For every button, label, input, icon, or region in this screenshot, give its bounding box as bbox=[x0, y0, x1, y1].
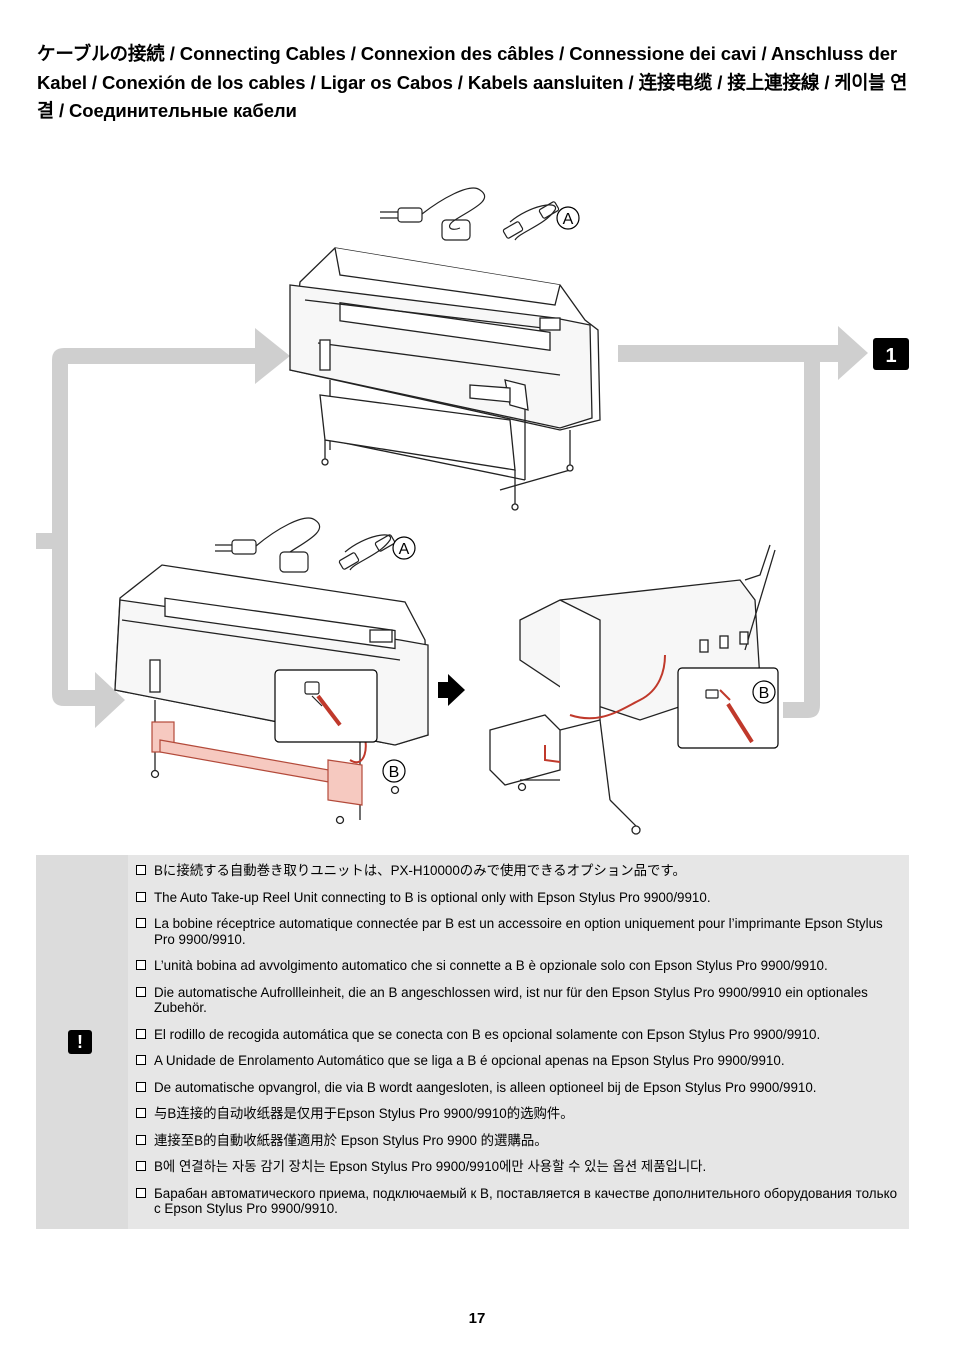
note-text: De automatische opvangrol, die via B wor… bbox=[154, 1079, 817, 1095]
printer-top bbox=[289, 247, 601, 511]
zoom-inset-right bbox=[677, 667, 779, 749]
note-item: 与B连接的自动收纸器是仅用于Epson Stylus Pro 9900/9910… bbox=[136, 1106, 904, 1122]
usb-plug-inset-left bbox=[304, 681, 342, 727]
flow-arrows bbox=[36, 326, 868, 728]
direction-arrow bbox=[438, 674, 465, 706]
note-item: The Auto Take-up Reel Unit connecting to… bbox=[136, 890, 904, 906]
note-item: Барабан автоматического приема, подключа… bbox=[136, 1186, 904, 1217]
page-title: ケーブルの接続 / Connecting Cables / Connexion … bbox=[37, 43, 908, 121]
note-item: Die automatische Aufrollleinheit, die an… bbox=[136, 985, 904, 1016]
usb-plug-inset-right bbox=[705, 689, 754, 744]
checkbox-icon bbox=[136, 960, 146, 970]
label-b-right: B bbox=[759, 685, 770, 702]
note-text: La bobine réceptrice automatique connect… bbox=[154, 916, 883, 947]
notes-text-column: Bに接続する自動巻き取りユニットは、PX-H10000のみで使用できるオプション… bbox=[128, 855, 909, 1229]
label-a-bottom: A bbox=[399, 541, 410, 558]
checkbox-icon bbox=[136, 1187, 146, 1198]
label-a-top: A bbox=[563, 211, 574, 228]
caution-icon: ! bbox=[68, 1030, 92, 1054]
note-text: Die automatische Aufrollleinheit, die an… bbox=[154, 984, 868, 1016]
power-and-usb-cables-bottom bbox=[215, 517, 396, 573]
printer-with-takeup-reel bbox=[114, 564, 429, 825]
note-text: Барабан автоматического приема, подключа… bbox=[154, 1185, 898, 1217]
checkbox-icon bbox=[136, 1161, 146, 1171]
note-text: 与B连接的自动收纸器是仅用于Epson Stylus Pro 9900/9910… bbox=[154, 1106, 574, 1121]
step-number: 1 bbox=[885, 345, 896, 367]
note-list: Bに接続する自動巻き取りユニットは、PX-H10000のみで使用できるオプション… bbox=[128, 855, 909, 1217]
note-item: A Unidade de Enrolamento Automático que … bbox=[136, 1053, 904, 1069]
checkbox-icon bbox=[136, 1134, 146, 1145]
checkbox-icon bbox=[136, 918, 146, 928]
power-and-usb-cables-top bbox=[380, 187, 560, 241]
label-b-left: B bbox=[389, 764, 400, 781]
notes-panel: ! Bに接続する自動巻き取りユニットは、PX-H10000のみで使用できるオプシ… bbox=[36, 855, 909, 1229]
note-text: 連接至B的自動收紙器僅適用於 Epson Stylus Pro 9900 的選購… bbox=[154, 1132, 548, 1148]
checkbox-icon bbox=[136, 1055, 146, 1065]
note-item: L’unità bobina ad avvolgimento automatic… bbox=[136, 958, 904, 974]
note-item: De automatische opvangrol, die via B wor… bbox=[136, 1080, 904, 1096]
page-number: 17 bbox=[468, 1310, 486, 1327]
note-item: La bobine réceptrice automatique connect… bbox=[136, 916, 904, 947]
note-text: A Unidade de Enrolamento Automático que … bbox=[154, 1053, 785, 1068]
checkbox-icon bbox=[136, 986, 146, 997]
note-text: L’unità bobina ad avvolgimento automatic… bbox=[154, 958, 828, 973]
note-item: Bに接続する自動巻き取りユニットは、PX-H10000のみで使用できるオプション… bbox=[136, 863, 904, 879]
note-item: B에 연결하는 자동 감기 장치는 Epson Stylus Pro 9900/… bbox=[136, 1159, 904, 1175]
takeup-reel-unit bbox=[151, 721, 363, 806]
cable-connection-illustration: A 1 A bbox=[36, 187, 909, 835]
notes-icon-column: ! bbox=[36, 855, 126, 1229]
checkbox-icon bbox=[136, 1108, 146, 1118]
checkbox-icon bbox=[136, 865, 146, 875]
note-text: El rodillo de recogida automática que se… bbox=[154, 1026, 821, 1042]
note-text: Bに接続する自動巻き取りユニットは、PX-H10000のみで使用できるオプション… bbox=[154, 863, 686, 878]
checkbox-icon bbox=[136, 1028, 146, 1039]
checkbox-icon bbox=[136, 891, 146, 902]
note-item: 連接至B的自動收紙器僅適用於 Epson Stylus Pro 9900 的選購… bbox=[136, 1133, 904, 1149]
checkbox-icon bbox=[136, 1081, 146, 1092]
note-text: B에 연결하는 자동 감기 장치는 Epson Stylus Pro 9900/… bbox=[154, 1159, 707, 1174]
note-text: The Auto Take-up Reel Unit connecting to… bbox=[154, 889, 711, 905]
note-item: El rodillo de recogida automática que se… bbox=[136, 1027, 904, 1043]
